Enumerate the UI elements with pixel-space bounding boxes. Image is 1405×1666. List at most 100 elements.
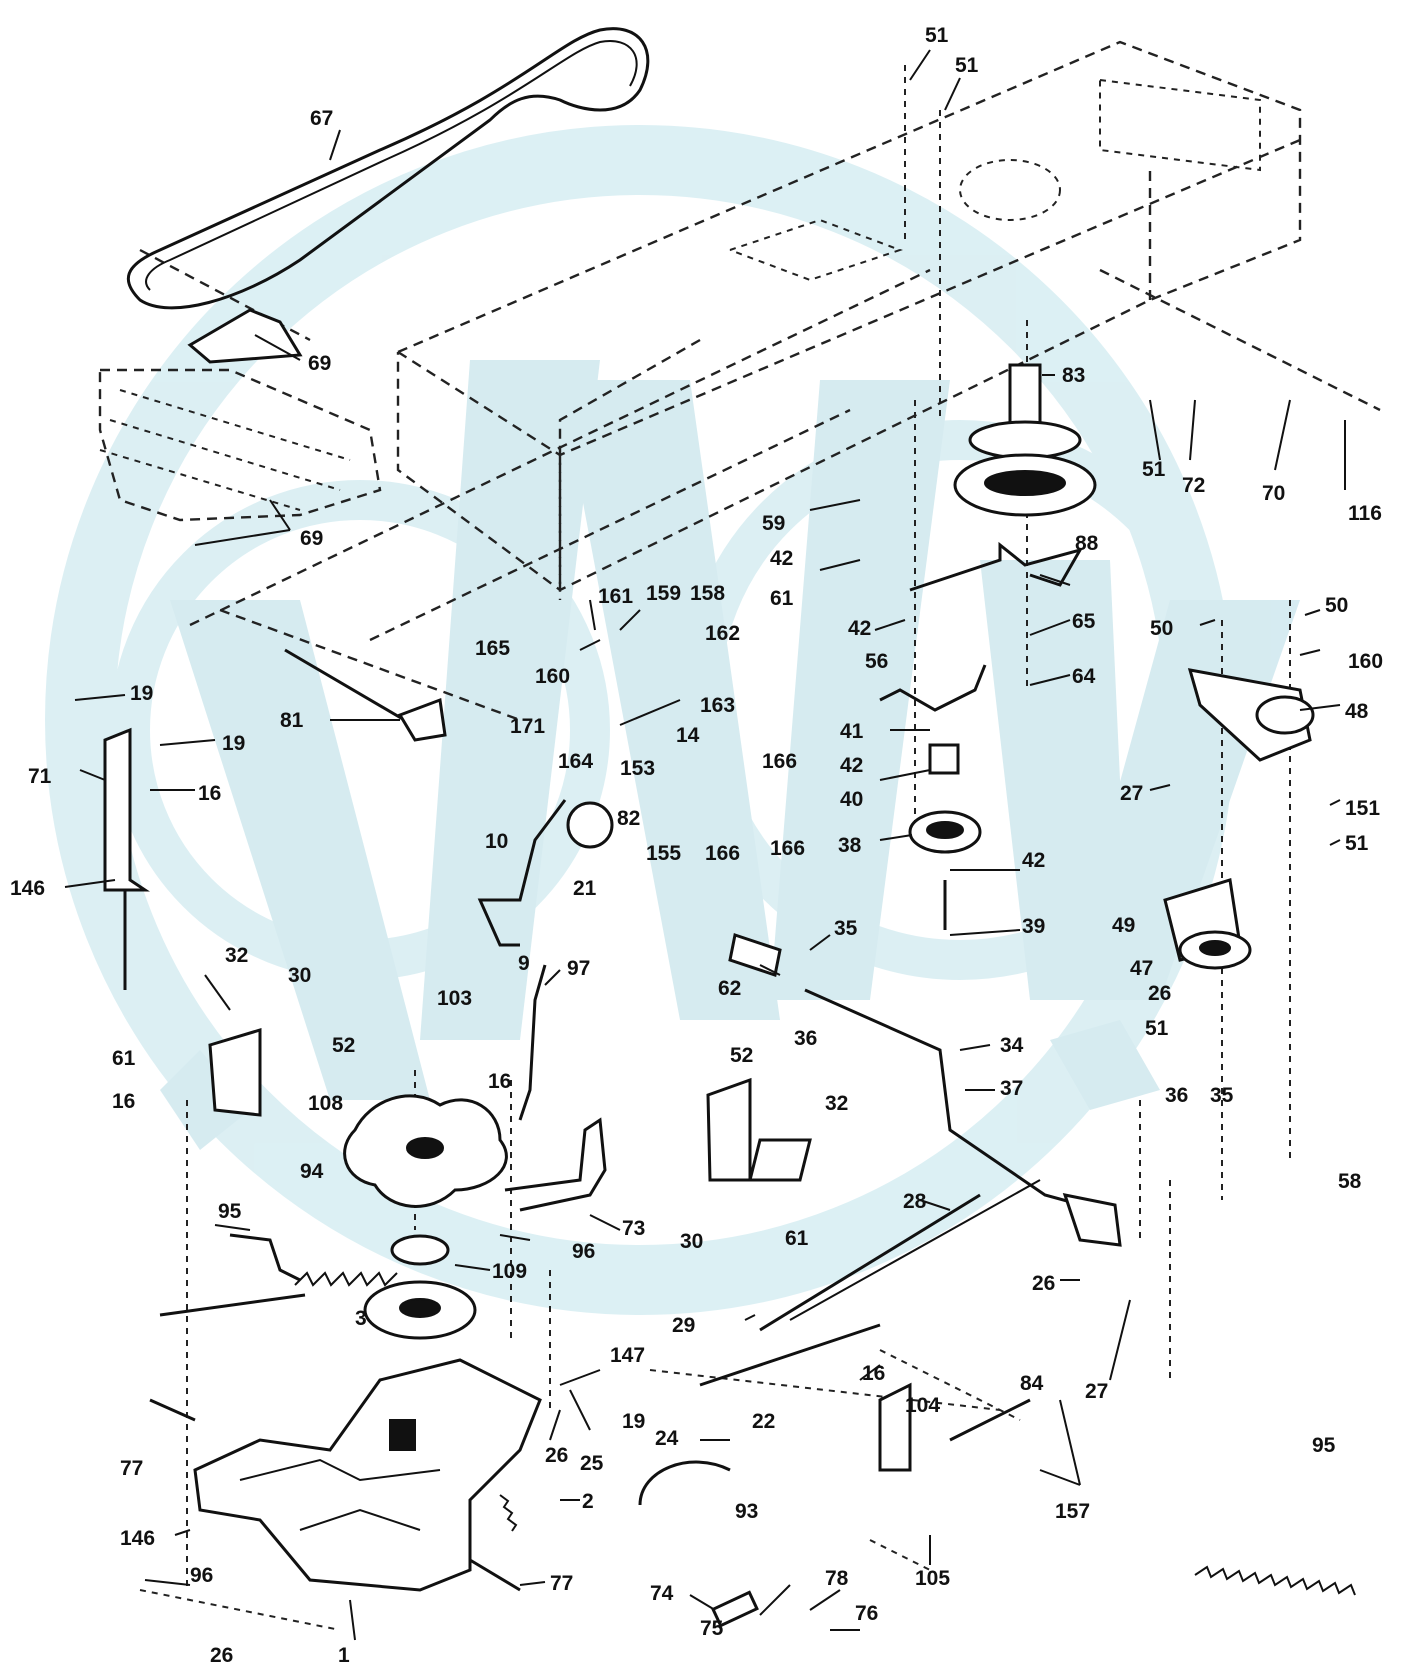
callout-label: 159 bbox=[646, 582, 681, 605]
callout-label: 35 bbox=[834, 917, 858, 940]
callout-label: 24 bbox=[655, 1427, 679, 1450]
callout-label: 42 bbox=[770, 547, 793, 570]
callout-label: 51 bbox=[1142, 458, 1166, 481]
callout-label: 34 bbox=[1000, 1034, 1024, 1057]
callout-label: 94 bbox=[300, 1160, 324, 1183]
callout-label: 157 bbox=[1055, 1500, 1090, 1523]
callout-label: 52 bbox=[730, 1044, 753, 1067]
callout-label: 26 bbox=[545, 1444, 568, 1467]
callout-label: 97 bbox=[567, 957, 590, 980]
callout-label: 161 bbox=[598, 585, 633, 608]
callout-label: 3 bbox=[355, 1307, 367, 1330]
callout-label: 47 bbox=[1130, 957, 1153, 980]
callout-label: 16 bbox=[488, 1070, 511, 1093]
callout-label: 151 bbox=[1345, 797, 1380, 820]
callout-label: 42 bbox=[848, 617, 871, 640]
callout-label: 67 bbox=[310, 107, 333, 130]
callout-label: 73 bbox=[622, 1217, 645, 1240]
callout-label: 166 bbox=[705, 842, 740, 865]
callout-label: 16 bbox=[198, 782, 221, 805]
callout-label: 76 bbox=[855, 1602, 878, 1625]
callout-label: 50 bbox=[1325, 594, 1348, 617]
callout-label: 26 bbox=[210, 1644, 233, 1666]
callout-label: 103 bbox=[437, 987, 472, 1010]
callout-label: 16 bbox=[112, 1090, 135, 1113]
callout-label: 62 bbox=[718, 977, 741, 1000]
callout-label: 49 bbox=[1112, 914, 1135, 937]
callout-label: 95 bbox=[218, 1200, 242, 1223]
callout-label: 27 bbox=[1120, 782, 1143, 805]
callout-label: 158 bbox=[690, 582, 725, 605]
callout-label: 165 bbox=[475, 637, 510, 660]
callout-label: 64 bbox=[1072, 665, 1096, 688]
callout-label: 96 bbox=[190, 1564, 213, 1587]
leader-lines bbox=[64, 49, 1346, 1641]
callout-label: 105 bbox=[915, 1567, 950, 1590]
callout-label: 29 bbox=[672, 1314, 695, 1337]
callout-label: 77 bbox=[550, 1572, 573, 1595]
callout-label: 32 bbox=[225, 944, 248, 967]
callout-label: 41 bbox=[840, 720, 864, 743]
callout-label: 51 bbox=[955, 54, 979, 77]
callout-label: 61 bbox=[112, 1047, 136, 1070]
callout-label: 51 bbox=[925, 24, 949, 47]
callout-label: 26 bbox=[1148, 982, 1171, 1005]
callout-label: 164 bbox=[558, 750, 593, 773]
callout-label: 42 bbox=[1022, 849, 1045, 872]
callout-label: 38 bbox=[838, 834, 862, 857]
callout-label: 42 bbox=[840, 754, 863, 777]
callout-label: 70 bbox=[1262, 482, 1285, 505]
callout-label: 51 bbox=[1345, 832, 1369, 855]
callout-label: 22 bbox=[752, 1410, 775, 1433]
callout-label: 10 bbox=[485, 830, 508, 853]
callout-label: 9 bbox=[518, 952, 530, 975]
callout-label: 36 bbox=[794, 1027, 817, 1050]
callout-label: 19 bbox=[622, 1410, 645, 1433]
callout-label: 146 bbox=[10, 877, 45, 900]
callout-label: 36 bbox=[1165, 1084, 1188, 1107]
callout-label: 82 bbox=[617, 807, 640, 830]
callout-label: 2 bbox=[582, 1490, 594, 1513]
callout-label: 81 bbox=[280, 709, 304, 732]
callout-label: 69 bbox=[308, 352, 331, 375]
callout-label: 116 bbox=[1348, 502, 1382, 525]
callout-label: 16 bbox=[862, 1362, 885, 1385]
callout-label: 71 bbox=[28, 765, 52, 788]
callout-label: 93 bbox=[735, 1500, 758, 1523]
callout-label: 51 bbox=[1145, 1017, 1169, 1040]
callout-label: 75 bbox=[700, 1617, 724, 1640]
callout-label: 37 bbox=[1000, 1077, 1023, 1100]
callout-label: 84 bbox=[1020, 1372, 1044, 1395]
callout-label: 50 bbox=[1150, 617, 1173, 640]
callout-label: 95 bbox=[1312, 1434, 1336, 1457]
callout-label: 28 bbox=[903, 1190, 927, 1213]
callout-label: 61 bbox=[770, 587, 794, 610]
callout-label: 153 bbox=[620, 757, 655, 780]
callout-label: 171 bbox=[510, 715, 545, 738]
callout-label: 26 bbox=[1032, 1272, 1055, 1295]
callout-label: 83 bbox=[1062, 364, 1085, 387]
callout-label: 19 bbox=[130, 682, 153, 705]
callout-label: 104 bbox=[905, 1394, 940, 1417]
callout-label: 160 bbox=[535, 665, 570, 688]
callout-label: 21 bbox=[573, 877, 597, 900]
callout-label: 78 bbox=[825, 1567, 849, 1590]
callout-label: 56 bbox=[865, 650, 888, 673]
callout-label: 108 bbox=[308, 1092, 343, 1115]
callout-label: 88 bbox=[1075, 532, 1099, 555]
callout-label: 52 bbox=[332, 1034, 355, 1057]
callout-label: 69 bbox=[300, 527, 323, 550]
callout-label: 109 bbox=[492, 1260, 527, 1283]
callout-label: 14 bbox=[676, 724, 700, 747]
callout-label: 160 bbox=[1348, 650, 1383, 673]
callout-label: 39 bbox=[1022, 915, 1045, 938]
callout-label: 27 bbox=[1085, 1380, 1108, 1403]
callout-label: 25 bbox=[580, 1452, 604, 1475]
callout-label: 74 bbox=[650, 1582, 674, 1605]
callout-label: 59 bbox=[762, 512, 785, 535]
callout-label: 166 bbox=[770, 837, 805, 860]
callout-label: 32 bbox=[825, 1092, 848, 1115]
callout-label: 77 bbox=[120, 1457, 143, 1480]
callout-label: 40 bbox=[840, 788, 863, 811]
